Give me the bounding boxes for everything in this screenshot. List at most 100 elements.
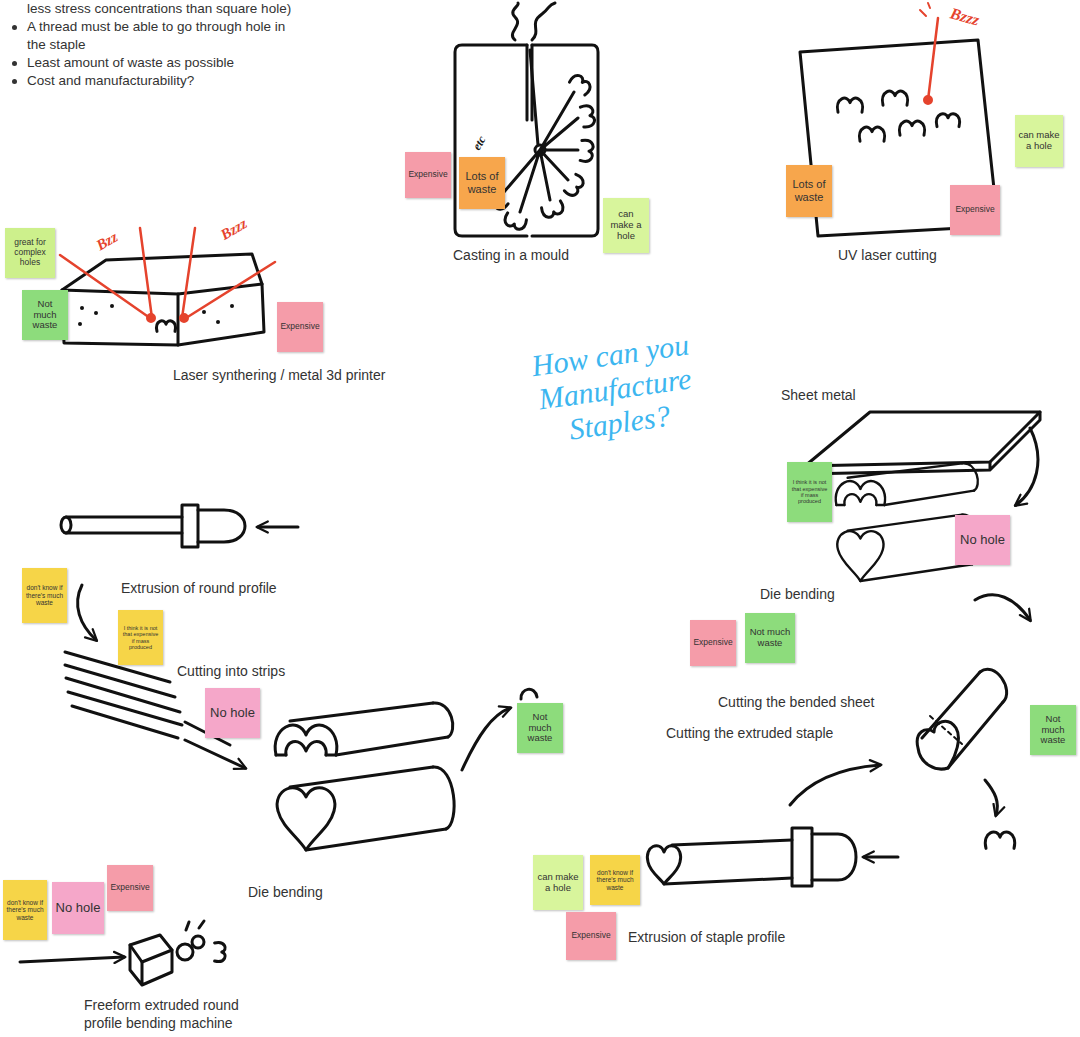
mould-half bbox=[532, 45, 598, 236]
powder-dot bbox=[216, 320, 220, 324]
sticky-note: Lots of waste bbox=[786, 165, 832, 217]
step-caption: Cutting into strips bbox=[177, 662, 285, 680]
requirement-text: Least amount of waste as possible bbox=[27, 54, 292, 72]
sticky-text-block: I think it is not that expensive if mass… bbox=[790, 479, 829, 504]
sticky-text-block: Expensive bbox=[953, 205, 997, 215]
staple-cavity bbox=[580, 140, 594, 162]
sticky-note: great for complex holes bbox=[5, 228, 55, 278]
sticky-note: Expensive bbox=[566, 912, 616, 960]
sticky-note: No hole bbox=[205, 688, 260, 738]
sticky-note-text: Expensive bbox=[693, 638, 733, 648]
diagram-title: How can you Manufacture Staples? bbox=[514, 325, 716, 452]
requirement-item: Least amount of waste as possible bbox=[10, 54, 302, 72]
rod-end bbox=[61, 517, 71, 533]
sticky-text-block: great for complex holes bbox=[8, 238, 52, 267]
round-rod bbox=[66, 517, 182, 533]
sticky-text-block: Expensive bbox=[110, 883, 150, 893]
sticky-note-text: don't know if there's much waste bbox=[25, 584, 64, 606]
bullet-dot bbox=[12, 7, 17, 12]
powder-dot bbox=[78, 322, 82, 326]
powder-dot bbox=[110, 304, 114, 308]
sticky-note-text: I think it is not that expensive if mass… bbox=[121, 625, 160, 650]
sticky-note: Expensive bbox=[107, 865, 153, 911]
step-caption: Cutting the extruded staple bbox=[666, 724, 833, 742]
extrusion-die bbox=[182, 505, 198, 547]
sheet-metal-sketch bbox=[805, 412, 1040, 848]
sticky-note: don't know if there's much waste bbox=[3, 880, 47, 940]
sticky-note: I think it is not that expensive if mass… bbox=[118, 610, 163, 665]
step-caption: Extrusion of round profile bbox=[121, 579, 277, 597]
staple-cavity bbox=[541, 201, 565, 219]
sticky-note: Not much waste bbox=[22, 290, 68, 340]
sticky-text-block: Expensive bbox=[280, 322, 320, 332]
staple-cavity bbox=[569, 73, 593, 95]
printed-staple bbox=[157, 321, 176, 332]
cut-staple bbox=[859, 127, 884, 141]
sticky-note: don't know if there's much waste bbox=[22, 568, 67, 623]
sticky-note: Not much waste bbox=[745, 613, 795, 663]
bullet-dot bbox=[12, 79, 17, 84]
sticky-note-text: Expensive bbox=[408, 170, 448, 180]
sticky-text-block: can make a hole bbox=[536, 872, 580, 894]
sticky-text-block: No hole bbox=[208, 706, 257, 721]
powder-dot bbox=[80, 306, 84, 310]
sticky-text-block: can make a hole bbox=[606, 209, 646, 242]
cut-staple bbox=[882, 91, 907, 105]
sticky-text-block: don't know if there's much waste bbox=[593, 869, 637, 891]
sticky-text-block: Expensive bbox=[693, 638, 733, 648]
sticky-text-block: can make a hole bbox=[1018, 130, 1060, 152]
step-caption: Cutting the bended sheet bbox=[718, 693, 874, 711]
sticky-note: can make a hole bbox=[1015, 115, 1063, 167]
powder-dot bbox=[230, 304, 234, 308]
sticky-text-block: don't know if there's much waste bbox=[6, 899, 44, 921]
laser-spot bbox=[148, 315, 155, 322]
sticky-note-text: Expensive bbox=[280, 322, 320, 332]
sticky-note: Expensive bbox=[405, 152, 451, 198]
finished-staple bbox=[521, 689, 537, 699]
cut-staple bbox=[837, 98, 862, 112]
cut-staple bbox=[936, 114, 959, 127]
sticky-text-block: I think it is not that expensive if mass… bbox=[121, 625, 160, 650]
requirement-list: less stress concentrations than square h… bbox=[10, 0, 302, 90]
laser-sound: Bzzz bbox=[948, 5, 981, 30]
metal-sheet bbox=[805, 412, 1040, 466]
requirement-text: A thread must be able to go through hole… bbox=[27, 18, 292, 54]
casting-sketch bbox=[455, 3, 598, 236]
bullet-dot bbox=[12, 25, 17, 30]
sticky-note: can make a hole bbox=[603, 198, 649, 253]
sticky-note-text: No hole bbox=[55, 901, 101, 916]
sticky-text-block: No hole bbox=[958, 533, 1007, 548]
powder-dot bbox=[202, 310, 206, 314]
requirement-item: Cost and manufacturability? bbox=[10, 72, 302, 90]
smoke-line bbox=[512, 3, 518, 40]
laser-beam bbox=[60, 228, 275, 318]
flow-arrow bbox=[790, 765, 880, 805]
method-caption: Casting in a mould bbox=[453, 246, 569, 264]
sintering-sketch bbox=[60, 228, 275, 345]
requirement-item: less stress concentrations than square h… bbox=[10, 0, 302, 18]
bending-die bbox=[275, 703, 454, 850]
sticky-note-text: can make a hole bbox=[536, 872, 580, 894]
sticky-text-block: don't know if there's much waste bbox=[25, 584, 64, 606]
flow-arrow bbox=[185, 740, 245, 768]
sticky-text-block: Expensive bbox=[408, 170, 448, 180]
smoke-line bbox=[532, 3, 555, 40]
sticky-note-text: can make a hole bbox=[1018, 130, 1060, 152]
bullet-dot bbox=[12, 61, 17, 66]
requirement-text: less stress concentrations than square h… bbox=[27, 0, 292, 18]
sticky-note-text: Not much waste bbox=[520, 712, 560, 745]
sticky-text-block: Not much waste bbox=[520, 712, 560, 745]
laser-beam bbox=[928, 18, 938, 100]
sticky-note-text: Lots of waste bbox=[789, 178, 829, 203]
sticky-note: No hole bbox=[52, 882, 104, 934]
finished-staple bbox=[985, 832, 1014, 848]
sticky-text-block: Not much waste bbox=[1033, 714, 1073, 747]
requirement-text: Cost and manufacturability? bbox=[27, 72, 292, 90]
cut-staple bbox=[899, 121, 924, 135]
sticky-note: Expensive bbox=[277, 302, 323, 352]
extrusion-chamber bbox=[812, 834, 856, 880]
sticky-note-text: great for complex holes bbox=[8, 238, 52, 267]
flow-arrow bbox=[78, 585, 96, 640]
sticky-note-text: No hole bbox=[958, 533, 1007, 548]
cut-line bbox=[930, 716, 962, 744]
